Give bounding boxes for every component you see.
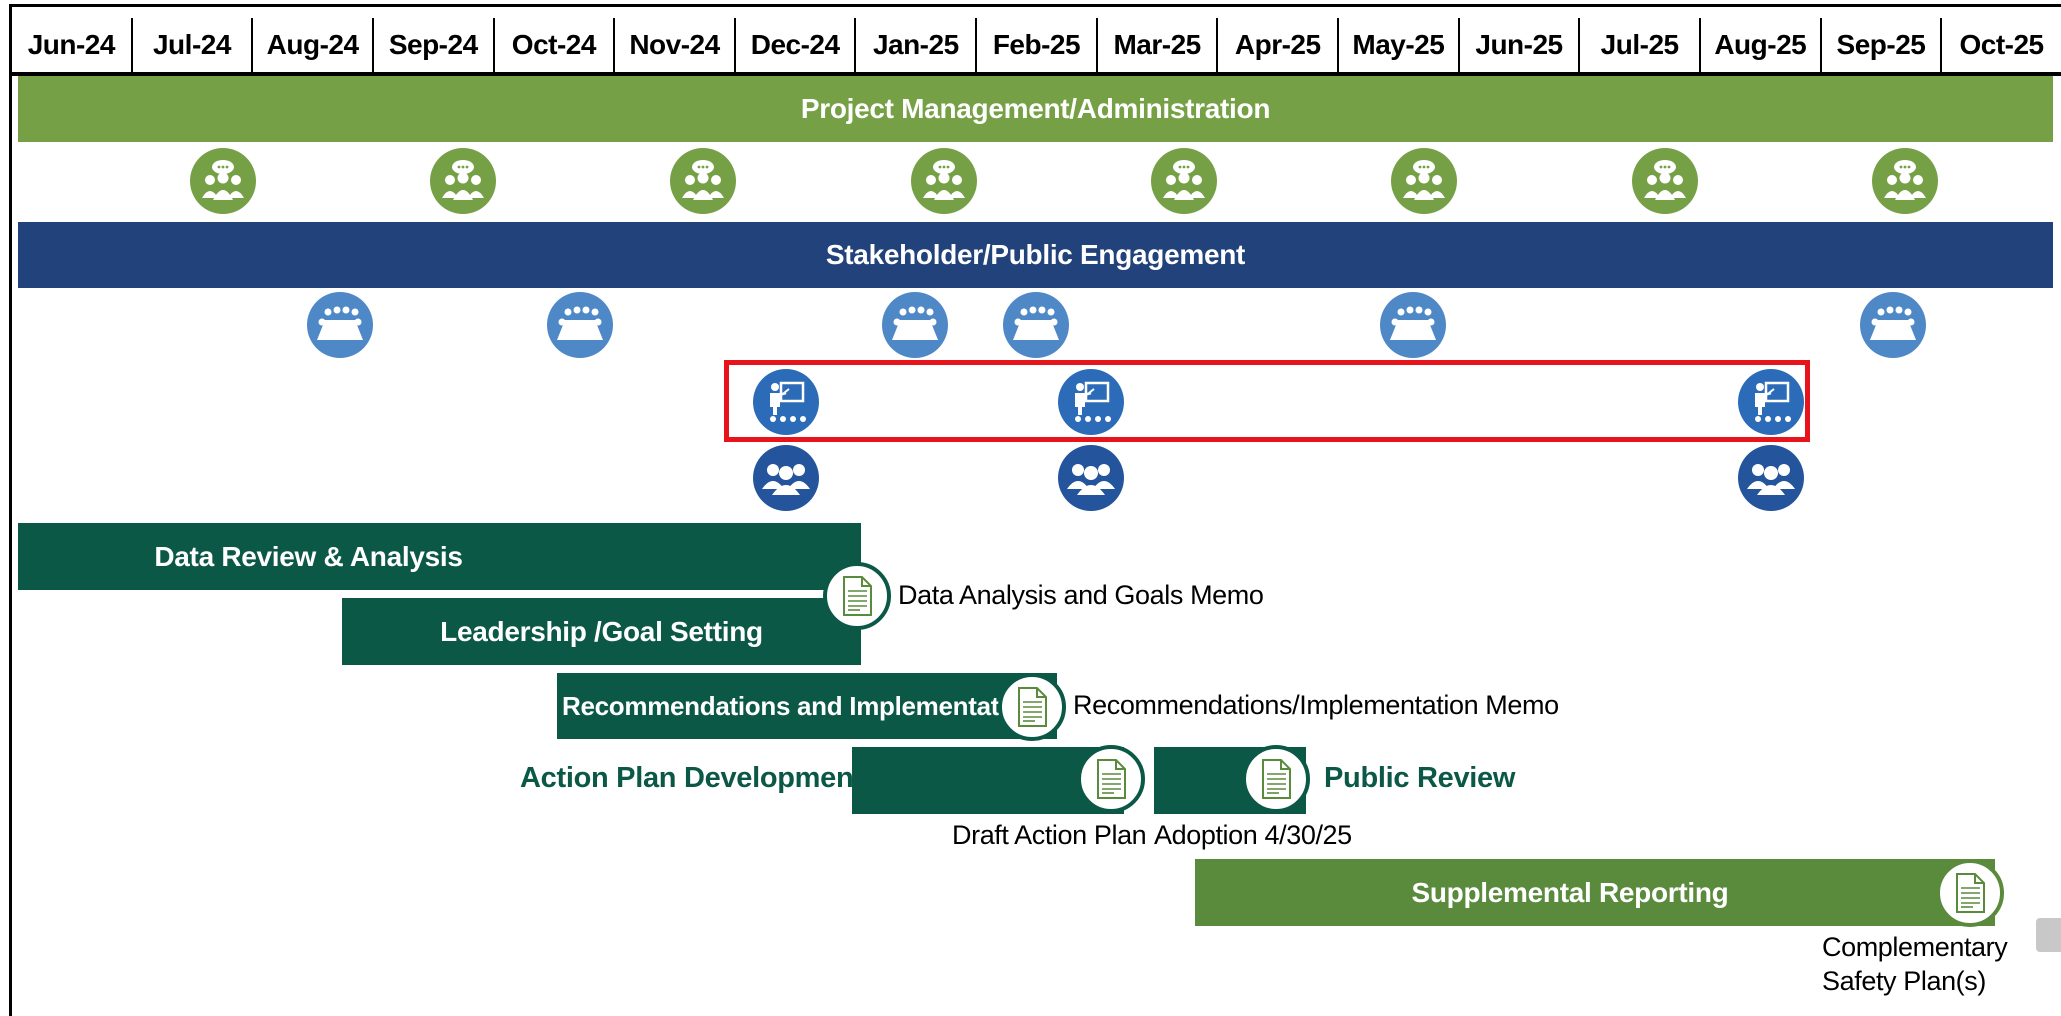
presentation-icon (1058, 369, 1124, 435)
conference-table-icon (1003, 292, 1069, 358)
data-review-bar: Data Review & Analysis (18, 523, 861, 590)
month-aug-24: Aug-24 (253, 18, 374, 72)
conference-table-icon (1380, 292, 1446, 358)
month-header-row: Jun-24 Jul-24 Aug-24 Sep-24 Oct-24 Nov-2… (12, 18, 2061, 76)
document-icon (1936, 859, 2004, 927)
month-feb-25: Feb-25 (977, 18, 1098, 72)
supplemental-reporting-bar: Supplemental Reporting (1195, 859, 1995, 926)
draft-plan-label: Draft Action Plan (952, 820, 1147, 850)
month-jul-25: Jul-25 (1580, 18, 1701, 72)
conference-table-icon (1860, 292, 1926, 358)
adoption-label: Adoption 4/30/25 (1154, 820, 1352, 850)
speaker-icon[interactable] (2036, 918, 2061, 952)
public-review-label: Public Review (1324, 762, 1516, 794)
recommendations-bar: Recommendations and Implementation (557, 673, 1057, 739)
presentation-icon (753, 369, 819, 435)
document-icon (998, 673, 1066, 741)
month-mar-25: Mar-25 (1098, 18, 1219, 72)
month-dec-24: Dec-24 (736, 18, 857, 72)
month-sep-25: Sep-25 (1822, 18, 1943, 72)
document-icon (1242, 745, 1310, 813)
data-review-label: Data Review & Analysis (154, 540, 463, 572)
people-group-icon (1058, 445, 1124, 511)
team-meeting-icon (1872, 148, 1938, 214)
month-aug-25: Aug-25 (1701, 18, 1822, 72)
conference-table-icon (307, 292, 373, 358)
document-icon (1077, 745, 1145, 813)
people-group-icon (753, 445, 819, 511)
month-jun-24: Jun-24 (12, 18, 133, 72)
project-management-bar: Project Management/Administration (18, 76, 2053, 142)
stakeholder-engagement-bar: Stakeholder/Public Engagement (18, 222, 2053, 288)
month-sep-24: Sep-24 (374, 18, 495, 72)
presentation-icon (1738, 369, 1804, 435)
month-oct-25: Oct-25 (1959, 29, 2044, 60)
team-meeting-icon (911, 148, 977, 214)
team-meeting-icon (670, 148, 736, 214)
highlight-box (724, 360, 1810, 442)
team-meeting-icon (1391, 148, 1457, 214)
team-meeting-icon (1632, 148, 1698, 214)
month-apr-25: Apr-25 (1218, 18, 1340, 72)
supplemental-reporting-label: Supplemental Reporting (1411, 876, 1729, 908)
team-meeting-icon (430, 148, 496, 214)
complementary-label-line1: Complementary (1822, 932, 2008, 962)
month-jan-25: Jan-25 (856, 18, 978, 72)
frame-border (9, 4, 2061, 1016)
month-nov-24: Nov-24 (615, 18, 736, 72)
divider-line (18, 590, 828, 593)
month-oct-24: Oct-24 (495, 18, 616, 72)
memo2-label: Recommendations/Implementation Memo (1073, 690, 1559, 720)
leadership-bar: Leadership /Goal Setting (342, 598, 861, 665)
conference-table-icon (882, 292, 948, 358)
team-meeting-icon (190, 148, 256, 214)
people-group-icon (1738, 445, 1804, 511)
document-icon (823, 562, 891, 630)
month-jun-25: Jun-25 (1460, 18, 1581, 72)
complementary-label-line2: Safety Plan(s) (1822, 966, 1986, 996)
action-plan-label: Action Plan Development (520, 762, 863, 794)
month-may-25: May-25 (1339, 18, 1460, 72)
conference-table-icon (547, 292, 613, 358)
month-jul-24: Jul-24 (133, 18, 254, 72)
team-meeting-icon (1151, 148, 1217, 214)
memo1-label: Data Analysis and Goals Memo (898, 580, 1264, 610)
